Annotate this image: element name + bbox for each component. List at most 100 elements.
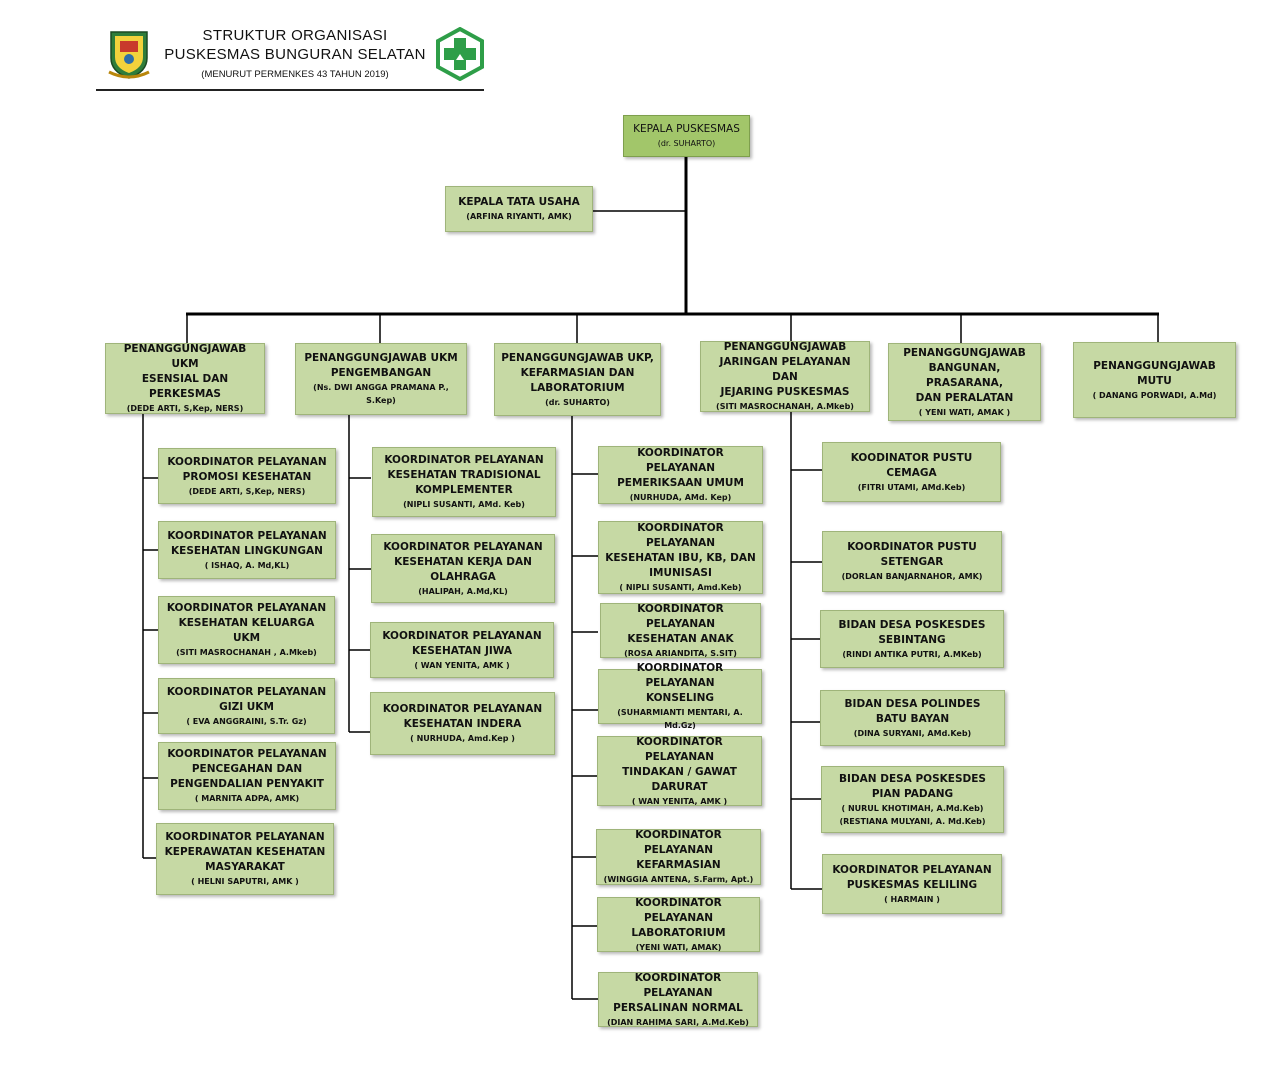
koordinator-name: ( NIPLI SUSANTI, Amd.Keb)	[619, 583, 742, 592]
koordinator-box: KOORDINATOR PELAYANAN PERSALINAN NORMAL …	[598, 972, 758, 1027]
koordinator-title: KOORDINATOR PELAYANAN KESEHATAN LINGKUNG…	[167, 529, 327, 557]
koordinator-title: KOORDINATOR PELAYANAN LABORATORIUM	[631, 896, 726, 939]
koordinator-name: (WINGGIA ANTENA, S.Farm, Apt.)	[603, 875, 754, 884]
koordinator-box: KOORDINATOR PELAYANAN KEPERAWATAN KESEHA…	[156, 823, 334, 895]
koordinator-name: (DORLAN BANJARNAHOR, AMK)	[841, 572, 983, 581]
pj-name: ( DANANG PORWADI, A.Md)	[1092, 390, 1217, 400]
koordinator-title: KOORDINATOR PELAYANAN KESEHATAN INDERA	[382, 703, 543, 730]
koordinator-title: KOORDINATOR PELAYANAN PUSKESMAS KELILING	[832, 863, 992, 891]
pj-title: PENANGGUNGJAWAB UKP, KEFARMASIAN DAN LAB…	[501, 351, 654, 394]
koordinator-box: KOORDINATOR PUSTU SETENGAR (DORLAN BANJA…	[822, 531, 1002, 592]
pj-title: PENANGGUNGJAWAB MUTU	[1093, 359, 1216, 387]
koordinator-title: BIDAN DESA POSKESDES PIAN PADANG	[839, 772, 986, 800]
koordinator-box: KOORDINATOR PELAYANAN KESEHATAN IBU, KB,…	[598, 521, 763, 594]
koordinator-box: KOORDINATOR PELAYANAN KEFARMASIAN (WINGG…	[596, 829, 761, 885]
koordinator-box: KOORDINATOR PELAYANAN KESEHATAN INDERA (…	[370, 692, 555, 755]
org-subtitle: (MENURUT PERMENKES 43 TAHUN 2019)	[201, 69, 389, 80]
koordinator-title: KOORDINATOR PELAYANAN KESEHATAN KERJA DA…	[383, 540, 543, 583]
koordinator-title: KOORDINATOR PELAYANAN PERSALINAN NORMAL	[613, 971, 743, 1014]
koordinator-box: KOORDINATOR PELAYANAN KESEHATAN ANAK (RO…	[600, 603, 761, 658]
koordinator-title: KOORDINATOR PELAYANAN KEFARMASIAN	[635, 829, 722, 871]
koordinator-name: (YENI WATI, AMAK)	[635, 942, 722, 952]
pj-name: (dr. SUHARTO)	[545, 397, 610, 407]
pj-name: (SITI MASROCHANAH, A.Mkeb)	[716, 402, 854, 411]
koordinator-title: BIDAN DESA POLINDES BATU BAYAN	[844, 697, 981, 725]
koordinator-title: KOORDINATOR PELAYANAN KESEHATAN ANAK	[627, 602, 734, 645]
pj-title: PENANGGUNGJAWAB JARINGAN PELAYANAN DAN J…	[719, 341, 851, 398]
koordinator-name: ( HARMAIN )	[884, 894, 940, 904]
koordinator-title: KOORDINATOR PELAYANAN KESEHATAN IBU, KB,…	[605, 522, 756, 579]
koordinator-name: ( NURHUDA, Amd.Kep )	[410, 734, 515, 743]
koordinator-box: BIDAN DESA POLINDES BATU BAYAN (DINA SUR…	[820, 690, 1005, 746]
koordinator-box: BIDAN DESA POSKESDES SEBINTANG (RINDI AN…	[820, 610, 1004, 668]
regional-emblem-icon	[108, 31, 150, 79]
koordinator-box: BIDAN DESA POSKESDES PIAN PADANG ( NURUL…	[821, 766, 1004, 833]
koordinator-title: KOORDINATOR PELAYANAN PEMERIKSAAN UMUM	[617, 447, 744, 489]
koordinator-name: ( ISHAQ, A. Md,KL)	[204, 560, 290, 570]
org-title-line2: PUSKESMAS BUNGURAN SELATAN	[164, 46, 426, 63]
pj-box-ukm-pengembangan: PENANGGUNGJAWAB UKM PENGEMBANGAN (Ns. DW…	[295, 343, 467, 415]
koordinator-name: (FITRI UTAMI, AMd.Keb)	[857, 482, 966, 492]
koordinator-name: ( EVA ANGGRAINI, S.Tr. Gz)	[186, 716, 307, 726]
koordinator-title: KOORDINATOR PELAYANAN KEPERAWATAN KESEHA…	[164, 831, 326, 873]
pj-box-ukp: PENANGGUNGJAWAB UKP, KEFARMASIAN DAN LAB…	[494, 343, 661, 416]
koordinator-name: ( WAN YENITA, AMK )	[631, 796, 728, 806]
koordinator-name: (RINDI ANTIKA PUTRI, A.MKeb)	[842, 649, 982, 659]
koordinator-title: KOORDINATOR PELAYANAN KESEHATAN JIWA	[382, 629, 542, 657]
org-title-line1: STRUKTUR ORGANISASI	[202, 27, 388, 44]
koordinator-title: KOORDINATOR PELAYANAN TINDAKAN / GAWAT D…	[622, 735, 737, 793]
tata-usaha-title: KEPALA TATA USAHA	[458, 196, 580, 208]
koordinator-box: KOORDINATOR PELAYANAN TINDAKAN / GAWAT D…	[597, 736, 762, 806]
tata-usaha-box: KEPALA TATA USAHA (ARFINA RIYANTI, AMK)	[445, 186, 593, 232]
koordinator-name: ( HELNI SAPUTRI, AMK )	[191, 877, 299, 886]
koordinator-title: KOORDINATOR PELAYANAN PENCEGAHAN DAN PEN…	[167, 748, 327, 790]
koordinator-title: KOORDINATOR PELAYANAN KONSELING	[636, 662, 724, 704]
koordinator-name: (DIAN RAHIMA SARI, A.Md.Keb)	[607, 1017, 749, 1027]
koordinator-box: KOORDINATOR PELAYANAN KESEHATAN KELUARGA…	[158, 596, 335, 664]
pj-title: PENANGGUNGJAWAB UKM ESENSIAL DAN PERKESM…	[123, 343, 247, 400]
koordinator-box: KOORDINATOR PELAYANAN GIZI UKM ( EVA ANG…	[158, 678, 335, 734]
koordinator-name: (ROSA ARIANDITA, S.SIT)	[624, 648, 737, 658]
koordinator-box: KOORDINATOR PELAYANAN PUSKESMAS KELILING…	[822, 854, 1002, 914]
koordinator-name: (SUHARMIANTI MENTARI, A. Md.Gz)	[617, 708, 743, 730]
tata-usaha-name: (ARFINA RIYANTI, AMK)	[466, 212, 572, 221]
koordinator-box: KOORDINATOR PELAYANAN KESEHATAN TRADISIO…	[372, 447, 556, 517]
koordinator-title: KOORDINATOR PELAYANAN PROMOSI KESEHATAN	[167, 455, 327, 483]
koordinator-name: (NIPLI SUSANTI, AMd. Keb)	[403, 500, 525, 509]
koordinator-box: KOORDINATOR PELAYANAN KESEHATAN LINGKUNG…	[158, 521, 336, 579]
koordinator-name: (SITI MASROCHANAH , A.Mkeb)	[176, 648, 317, 657]
koordinator-box: KOORDINATOR PELAYANAN LABORATORIUM (YENI…	[597, 897, 760, 952]
koordinator-title: KOORDINATOR PELAYANAN GIZI UKM	[166, 685, 327, 713]
head-name: (dr. SUHARTO)	[657, 139, 716, 148]
koordinator-box: KOORDINATOR PELAYANAN KONSELING (SUHARMI…	[598, 662, 762, 730]
koordinator-name: (DEDE ARTI, S,Kep, NERS)	[188, 486, 306, 496]
koordinator-name: (NURHUDA, AMd. Kep)	[629, 493, 732, 502]
koordinator-name: (DINA SURYANI, AMd.Keb)	[853, 728, 972, 738]
koordinator-name: ( NURUL KHOTIMAH, A.Md.Keb) (RESTIANA MU…	[839, 803, 986, 826]
head-box: KEPALA PUSKESMAS (dr. SUHARTO)	[623, 115, 750, 157]
koordinator-box: KOORDINATOR PELAYANAN PROMOSI KESEHATAN …	[158, 448, 336, 504]
pj-title: PENANGGUNGJAWAB UKM PENGEMBANGAN	[304, 352, 458, 379]
header-divider	[96, 89, 484, 91]
puskesmas-cross-logo-icon	[436, 27, 484, 81]
pj-title: PENANGGUNGJAWAB BANGUNAN, PRASARANA, DAN…	[903, 346, 1026, 404]
koordinator-title: KOORDINATOR PELAYANAN KESEHATAN TRADISIO…	[384, 454, 544, 496]
koordinator-box: KOORDINATOR PELAYANAN KESEHATAN JIWA ( W…	[370, 622, 554, 678]
koordinator-title: KOORDINATOR PELAYANAN KESEHATAN KELUARGA…	[166, 602, 327, 644]
pj-name: ( YENI WATI, AMAK )	[918, 407, 1011, 417]
koordinator-box: KOORDINATOR PELAYANAN KESEHATAN KERJA DA…	[371, 534, 555, 603]
koordinator-box: KOORDINATOR PELAYANAN PEMERIKSAAN UMUM (…	[598, 446, 763, 504]
koordinator-title: BIDAN DESA POSKESDES SEBINTANG	[838, 618, 986, 646]
pj-box-mutu: PENANGGUNGJAWAB MUTU ( DANANG PORWADI, A…	[1073, 342, 1236, 418]
pj-name: (Ns. DWI ANGGA PRAMANA P., S.Kep)	[313, 383, 449, 405]
koordinator-title: KOORDINATOR PUSTU SETENGAR	[847, 541, 977, 568]
koordinator-box: KOODINATOR PUSTU CEMAGA (FITRI UTAMI, AM…	[822, 442, 1001, 502]
koordinator-title: KOODINATOR PUSTU CEMAGA	[850, 451, 973, 479]
pj-box-jaringan: PENANGGUNGJAWAB JARINGAN PELAYANAN DAN J…	[700, 341, 870, 412]
head-title: KEPALA PUSKESMAS	[633, 123, 740, 135]
koordinator-box: KOORDINATOR PELAYANAN PENCEGAHAN DAN PEN…	[158, 742, 336, 810]
pj-name: (DEDE ARTI, S,Kep, NERS)	[126, 404, 244, 413]
pj-box-ukm-esensial: PENANGGUNGJAWAB UKM ESENSIAL DAN PERKESM…	[105, 343, 265, 414]
koordinator-name: ( MARNITA ADPA, AMK)	[194, 794, 300, 803]
